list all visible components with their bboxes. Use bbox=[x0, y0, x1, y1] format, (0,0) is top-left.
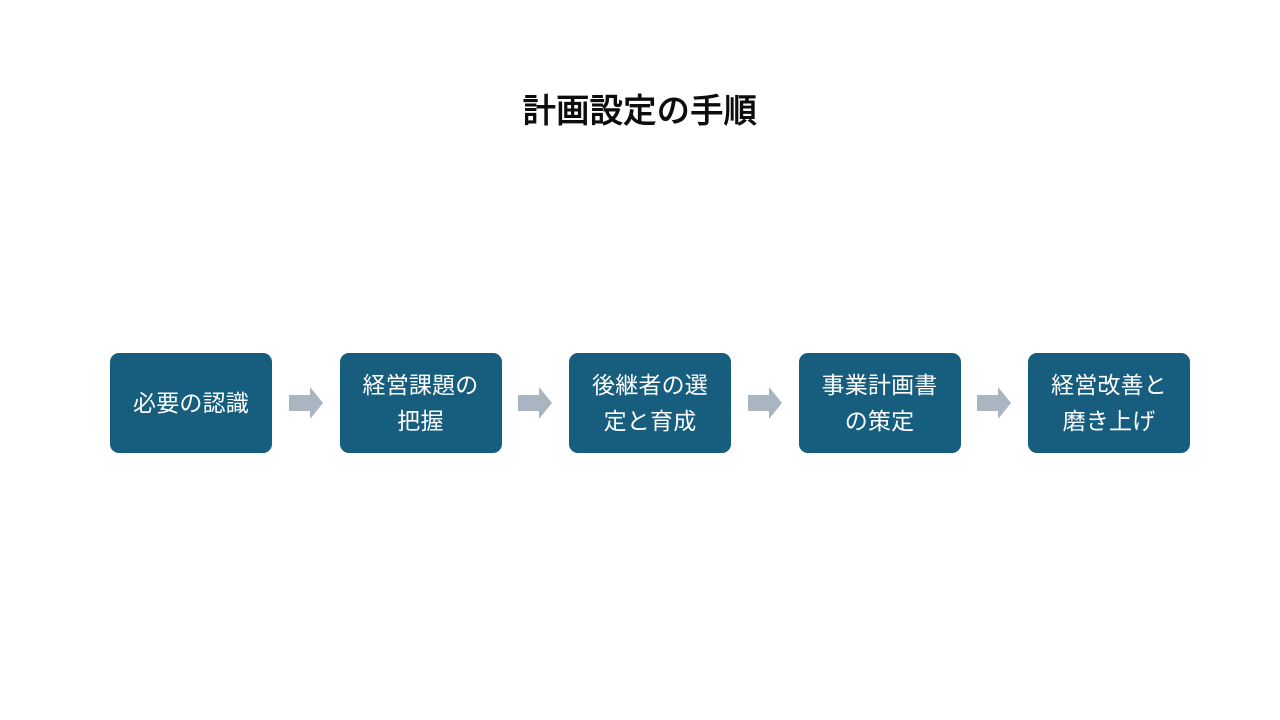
flow-step-1-label: 必要の認識 bbox=[133, 390, 249, 416]
process-flow-diagram: 必要の認識 経営課題の把握 後継者の選定と育成 事業計画書の策定 bbox=[110, 353, 1190, 453]
flow-step-4-label: 事業計画書の策定 bbox=[821, 372, 938, 434]
flow-step-2[interactable]: 経営課題の把握 bbox=[339, 353, 502, 453]
flow-step-3-label: 後継者の選定と育成 bbox=[592, 372, 708, 434]
flow-step-5[interactable]: 経営改善と磨き上げ bbox=[1028, 353, 1190, 453]
flow-arrow-1 bbox=[288, 386, 324, 420]
right-block-arrow-icon bbox=[518, 387, 553, 419]
flow-arrow-2 bbox=[517, 386, 553, 420]
page-title: 計画設定の手順 bbox=[522, 92, 758, 129]
flow-step-5-label: 経営改善と磨き上げ bbox=[1051, 372, 1167, 434]
flow-arrow-3 bbox=[747, 386, 783, 420]
right-block-arrow-icon bbox=[747, 387, 782, 419]
right-block-arrow-icon bbox=[288, 387, 323, 419]
right-block-arrow-icon bbox=[977, 387, 1012, 419]
flow-step-2-label: 経営課題の把握 bbox=[362, 372, 479, 434]
flow-step-1[interactable]: 必要の認識 bbox=[110, 353, 272, 453]
flow-step-4[interactable]: 事業計画書の策定 bbox=[798, 353, 961, 453]
flow-arrow-4 bbox=[976, 386, 1012, 420]
flow-step-3[interactable]: 後継者の選定と育成 bbox=[569, 353, 731, 453]
